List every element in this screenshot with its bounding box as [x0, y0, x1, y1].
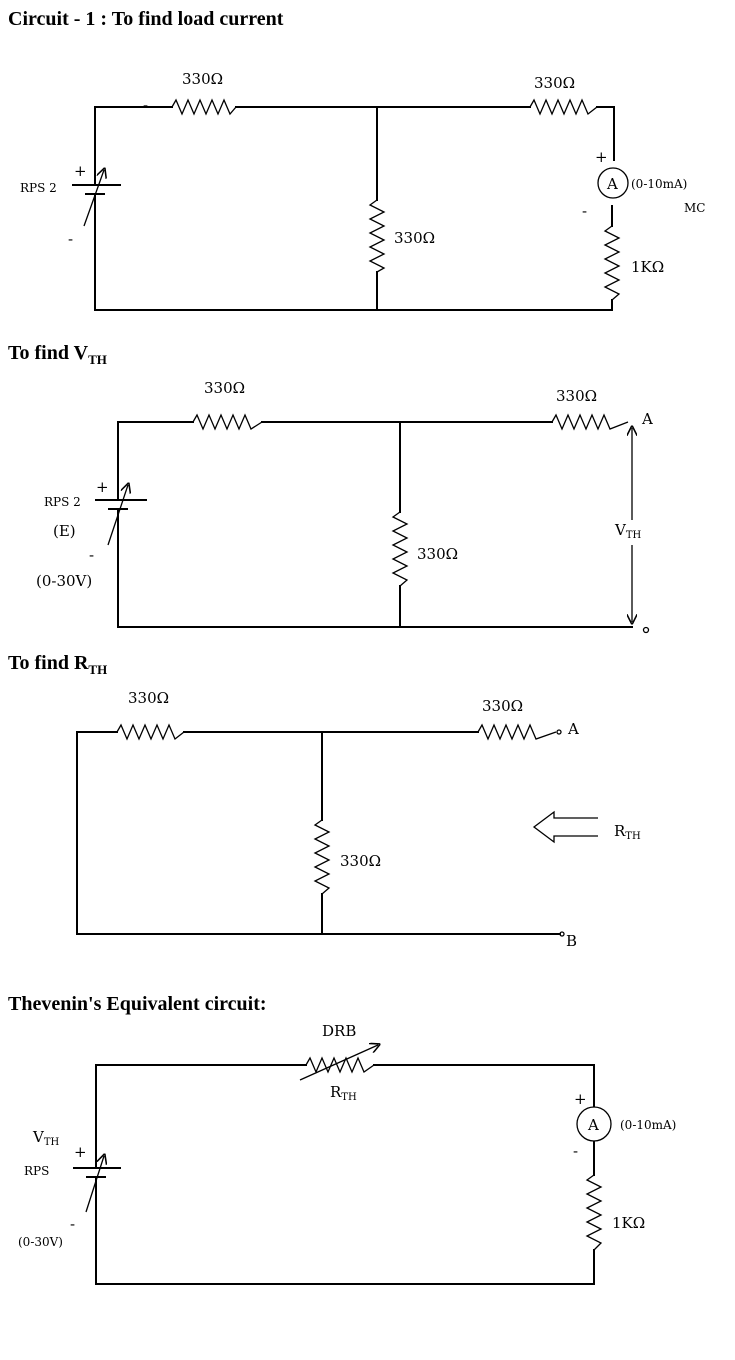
- c3-label-r-series-left: 330Ω: [128, 689, 169, 707]
- c1-label-ammeter-a: A: [606, 175, 618, 193]
- c2-battery-variable-arrow: [107, 485, 128, 546]
- c4-label-ammeter-range: (0-10mA): [620, 1118, 676, 1132]
- c1-label-minus: -: [68, 230, 73, 248]
- c3-resistor-shunt: [313, 819, 331, 895]
- c4-label-rth-sub: TH: [341, 1092, 357, 1103]
- c1-resistor-load: [603, 225, 621, 301]
- c4-label-r-load: 1KΩ: [612, 1214, 645, 1232]
- c1-wire-top: [94, 106, 615, 161]
- c4-label-ammeter-a: A: [587, 1116, 599, 1134]
- circuit-4: DRB RTH VTH RPS (0-30V) + - A (0-10mA) +…: [18, 1022, 676, 1285]
- heading-find-rth: To find RTH: [8, 652, 107, 678]
- c2-label-vth-sub: TH: [626, 530, 642, 541]
- c4-resistor-load: [585, 1174, 603, 1251]
- c4-label-vth: VTH: [32, 1128, 60, 1148]
- c2-resistor-shunt: [391, 511, 409, 587]
- c1-label-ammeter-minus: -: [582, 202, 587, 220]
- c4-label-drb: DRB: [322, 1022, 356, 1040]
- c2-label-r-series-left: 330Ω: [204, 379, 245, 397]
- heading-rth-text: To find R: [8, 652, 89, 674]
- c4-label-vth-main: V: [32, 1128, 45, 1146]
- c3-terminal-b-dot: [559, 931, 565, 937]
- c1-label-r-load: 1KΩ: [631, 258, 664, 276]
- c4-label-source: RPS: [24, 1164, 49, 1178]
- c4-label-minus: -: [70, 1215, 75, 1233]
- c4-wire-top: [95, 1064, 595, 1107]
- c2-label-r-shunt: 330Ω: [417, 545, 458, 563]
- heading-rth-sub: TH: [88, 662, 108, 677]
- c2-label-minus-top: -: [165, 412, 170, 430]
- c3-label-rth-sub: TH: [625, 831, 641, 842]
- c1-label-r-shunt: 330Ω: [394, 229, 435, 247]
- c4-label-source-range: (0-30V): [18, 1235, 63, 1249]
- c1-resistor-series-right: [529, 98, 598, 116]
- c2-label-r-series-right: 330Ω: [556, 387, 597, 405]
- c2-terminal-b-dot: [642, 626, 650, 634]
- c4-label-rth: RTH: [330, 1083, 357, 1103]
- heading-circuit-1: Circuit - 1 : To find load current: [8, 8, 284, 30]
- circuit-1: 330Ω 330Ω 330Ω 1KΩ RPS 2 + - - A (0-10mA…: [20, 70, 705, 311]
- c4-ammeter-circle: [576, 1106, 612, 1142]
- c1-label-ammeter-range: (0-10mA): [631, 177, 687, 191]
- c1-label-r-series-right: 330Ω: [534, 74, 575, 92]
- heading-find-vth: To find VTH: [8, 342, 107, 368]
- c2-label-source-range: (0-30V): [36, 572, 92, 590]
- c1-resistor-shunt: [368, 199, 386, 273]
- c1-label-r-series-left: 330Ω: [182, 70, 223, 88]
- c3-label-r-shunt: 330Ω: [340, 852, 381, 870]
- c1-ammeter-circle: [597, 167, 629, 199]
- c4-battery-variable-arrow: [85, 1156, 104, 1213]
- c3-terminal-a-dot: [556, 729, 562, 735]
- c4-drb-variable-arrow: [299, 1045, 378, 1081]
- c3-label-r-series-right: 330Ω: [482, 697, 523, 715]
- c4-label-ammeter-minus: -: [573, 1142, 578, 1160]
- c1-label-ammeter-plus: +: [595, 148, 608, 166]
- c4-resistor-drb: [305, 1056, 375, 1074]
- c4-label-plus: +: [74, 1143, 87, 1161]
- c1-battery-variable-arrow: [83, 170, 104, 227]
- c1-label-ammeter-type: MC: [684, 201, 705, 215]
- c4-label-vth-sub: TH: [44, 1137, 60, 1148]
- c2-resistor-series-right: [551, 413, 629, 431]
- heading-vth-text: To find V: [8, 342, 89, 364]
- c3-label-terminal-a: A: [567, 720, 579, 738]
- c2-label-vth-main: V: [614, 521, 627, 539]
- c2-label-source: RPS 2: [44, 495, 81, 509]
- c2-resistor-series-left: [192, 413, 263, 431]
- c1-label-source: RPS 2: [20, 181, 57, 195]
- heading-vth-sub: TH: [88, 352, 107, 367]
- c3-rth-arrow: [532, 810, 598, 844]
- c2-label-terminal-a: A: [641, 410, 653, 428]
- circuit-3: 330Ω 330Ω 330Ω - A B RTH: [76, 689, 641, 950]
- heading-thevenin: Thevenin's Equivalent circuit:: [8, 993, 267, 1015]
- c1-label-minus-top: -: [143, 96, 148, 114]
- c3-label-minus-top: -: [89, 722, 94, 740]
- circuit-2: 330Ω 330Ω 330Ω RPS 2 (E) (0-30V) + - - A…: [36, 379, 653, 634]
- c4-label-rth-main: R: [330, 1083, 342, 1101]
- c2-label-plus: +: [96, 478, 109, 496]
- c4-label-ammeter-plus: +: [574, 1090, 587, 1108]
- c3-resistor-series-left: [116, 723, 185, 741]
- c3-label-rth: RTH: [614, 822, 641, 842]
- c2-label-source-e: (E): [53, 522, 76, 540]
- c3-resistor-series-right: [477, 723, 557, 741]
- c2-label-minus: -: [89, 546, 94, 564]
- c2-label-vth: VTH: [614, 521, 642, 541]
- c1-label-plus: +: [74, 162, 87, 180]
- c1-resistor-series-left: [171, 98, 237, 116]
- c3-label-terminal-b: B: [566, 932, 577, 950]
- c3-label-rth-main: R: [614, 822, 626, 840]
